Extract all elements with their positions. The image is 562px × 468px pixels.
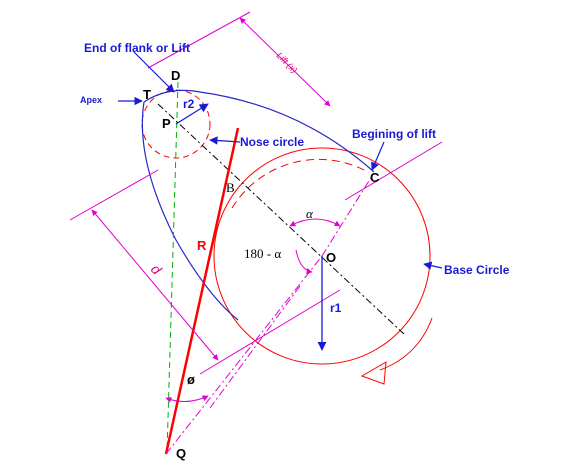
point-t-label: T — [143, 87, 151, 102]
base-circle-dashed-arc — [231, 158, 369, 209]
lift-label: Lift (x) — [275, 50, 300, 75]
point-o-label: O — [326, 250, 336, 265]
rotation-arc — [379, 317, 433, 371]
r2-arrow — [175, 103, 209, 125]
flank-arc-upper — [143, 89, 375, 173]
begining-of-lift-label: Begining of lift — [352, 127, 436, 141]
point-q-label: Q — [176, 446, 186, 461]
r2-label: r2 — [183, 97, 195, 111]
radius-R-line — [164, 127, 240, 455]
supplement-angle-label: 180 - α — [244, 246, 281, 261]
lift-extension-upper — [147, 11, 251, 69]
supplement-arc — [295, 249, 313, 275]
o-to-c-line — [321, 175, 373, 257]
begining-of-lift-pointer — [371, 141, 385, 171]
nose-circle-pointer — [209, 136, 241, 145]
phi-arc — [165, 395, 209, 403]
d-label: d — [148, 261, 166, 279]
lift-dimension — [239, 17, 331, 107]
d-extension-upper — [69, 169, 159, 221]
base-circle-label: Base Circle — [444, 263, 510, 277]
nose-circle — [141, 89, 211, 159]
pitch-line — [166, 81, 179, 453]
nose-circle-label: Nose circle — [240, 135, 304, 149]
phi-label: ø — [187, 372, 195, 387]
point-c-label: C — [370, 170, 380, 185]
d-dimension — [91, 209, 219, 361]
radius-R-label: R — [197, 238, 207, 253]
d-extension-lower — [199, 289, 341, 375]
alpha-label: α — [306, 206, 314, 221]
point-p-label: P — [162, 116, 171, 131]
r1-label: r1 — [330, 301, 342, 315]
q-to-o-line — [165, 255, 323, 455]
end-of-flank-label: End of flank or Lift — [84, 41, 190, 55]
point-b-label: B — [226, 180, 235, 195]
apex-label: Apex — [80, 95, 102, 105]
point-d-label: D — [171, 68, 180, 83]
lift-extension-lower — [344, 141, 443, 201]
centre-line — [157, 103, 405, 335]
alpha-arc — [289, 218, 341, 227]
base-circle-pointer — [423, 261, 443, 270]
rotation-arrowhead-icon — [360, 361, 387, 385]
end-of-flank-pointer — [133, 51, 175, 93]
oc-extension — [209, 285, 301, 409]
